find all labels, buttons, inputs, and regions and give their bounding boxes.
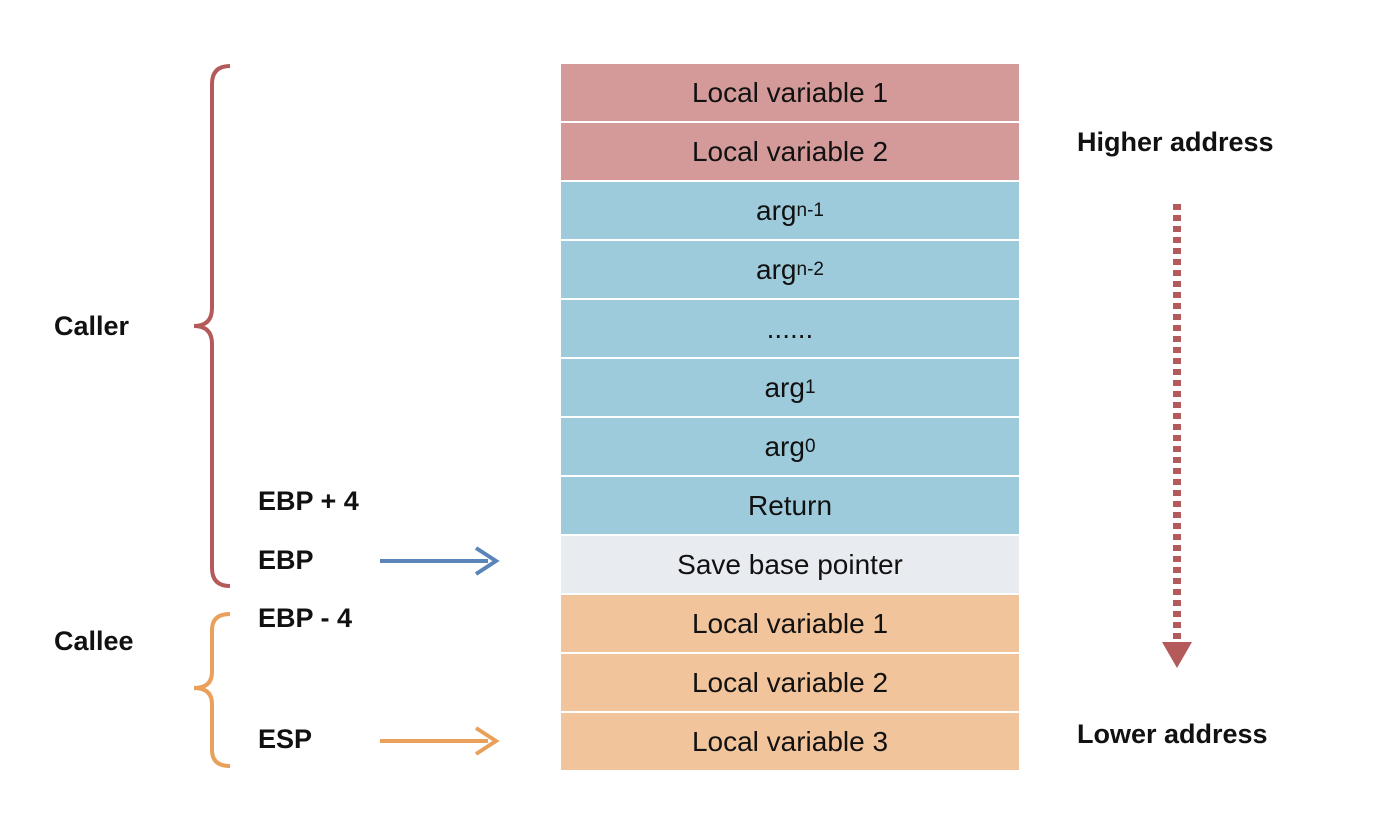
callee-label: Callee: [54, 626, 134, 656]
esp-label: ESP: [258, 724, 313, 754]
stack-cell-text: Local variable 1: [691, 76, 889, 108]
ebp-label: EBP: [258, 545, 314, 575]
stack-cell: Local variable 1: [561, 64, 1019, 121]
ebp-minus-4-label: EBP - 4: [258, 603, 353, 633]
callee-brace: [193, 612, 231, 768]
stack-cell: ......: [561, 300, 1019, 357]
stack-cell: Return: [561, 477, 1019, 534]
stack-cell-text: Local variable 1: [691, 607, 889, 639]
stack-cell: Local variable 2: [561, 123, 1019, 180]
higher-address-label: Higher address: [1077, 127, 1274, 157]
stack-cell-text: arg: [756, 253, 797, 285]
lower-address-label: Lower address: [1077, 719, 1268, 749]
ebp-plus-4-label: EBP + 4: [258, 486, 359, 516]
stack-cell-text: arg: [764, 371, 805, 403]
stack-cell-text: Local variable 2: [691, 666, 889, 698]
caller-label: Caller: [54, 311, 130, 341]
stack-cell-text: Save base pointer: [677, 548, 903, 580]
stack-cell-text: Local variable 2: [691, 135, 889, 167]
esp-arrow: [380, 726, 500, 756]
stack-cell-text: arg: [764, 430, 805, 462]
stack-cell: Local variable 3: [561, 713, 1019, 770]
stack-cell-text: arg: [756, 194, 797, 226]
stack-cell: Save base pointer: [561, 536, 1019, 593]
stack-cell-text: ......: [766, 312, 814, 344]
ebp-arrow: [380, 546, 500, 576]
stack-cell-text: Return: [747, 489, 833, 521]
stack-cell: Local variable 1: [561, 595, 1019, 652]
address-direction-arrow: [1162, 204, 1192, 668]
caller-brace: [193, 64, 231, 588]
stack-cell-text: Local variable 3: [691, 725, 889, 757]
stack-cell: Local variable 2: [561, 654, 1019, 711]
